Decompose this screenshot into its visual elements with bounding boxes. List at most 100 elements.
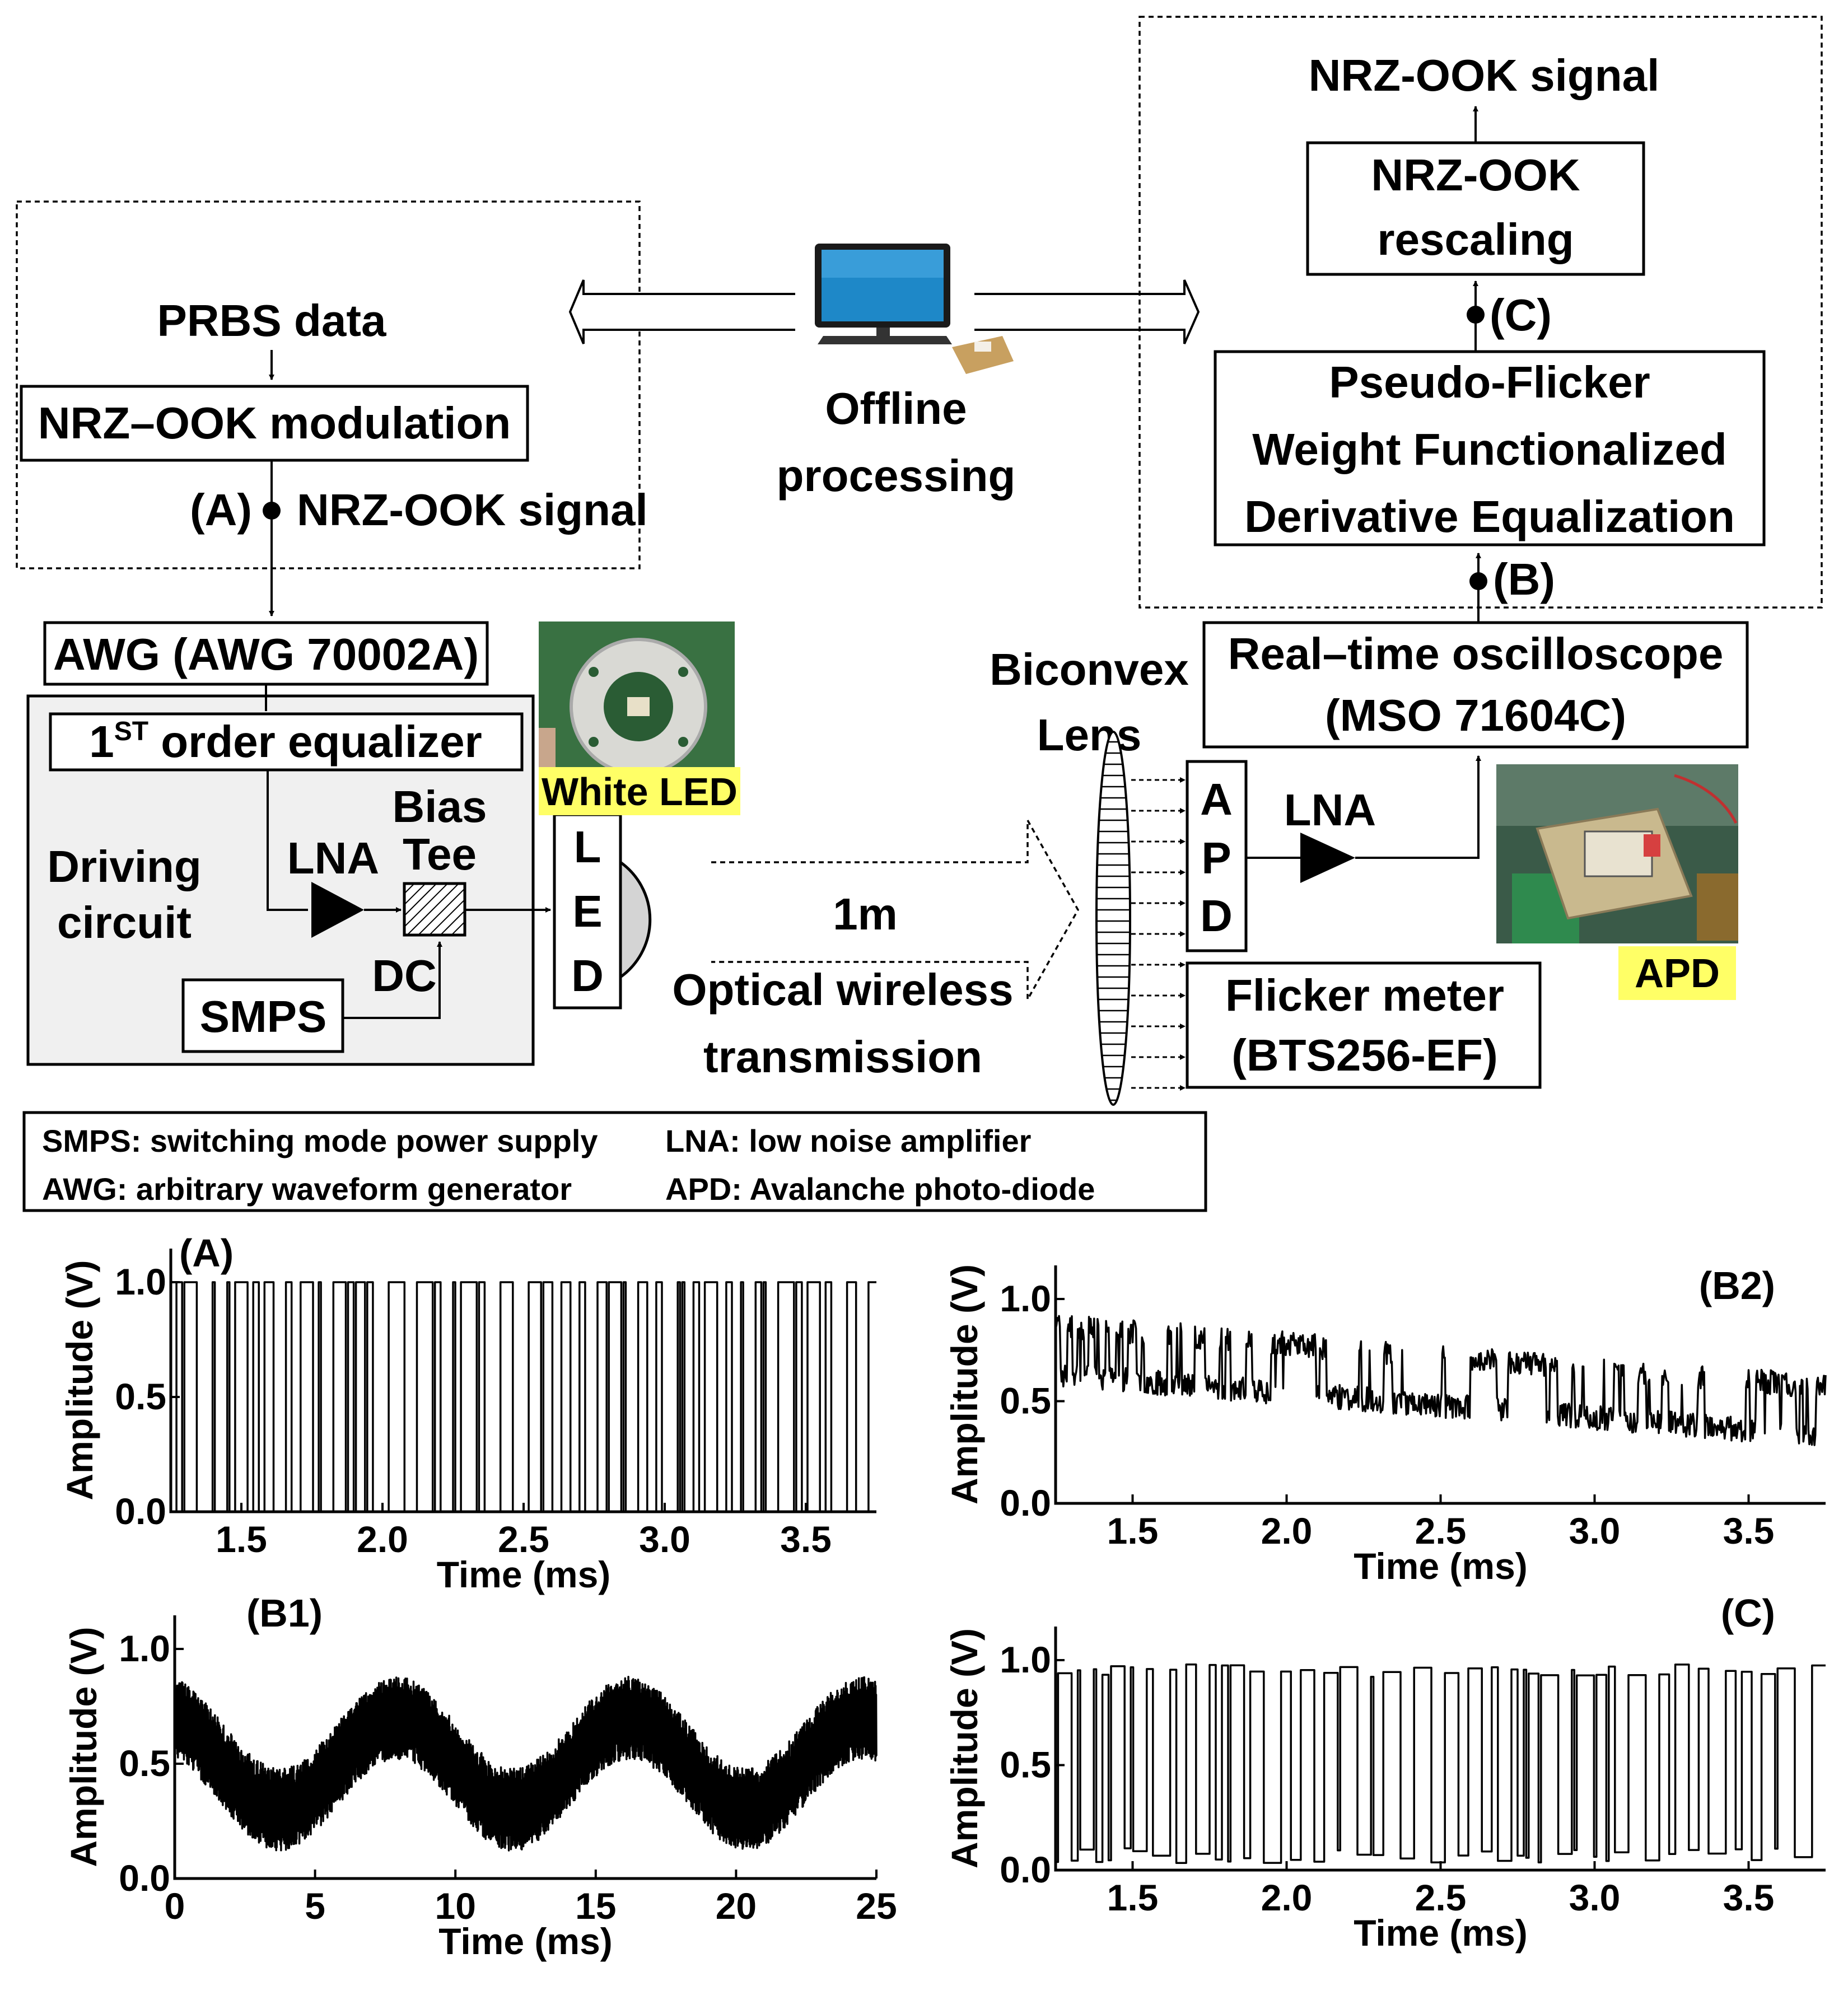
y-axis-label: Amplitude (V): [63, 1627, 104, 1867]
x-tick-label: 2.5: [1415, 1877, 1467, 1918]
smps-label: SMPS: [200, 992, 327, 1041]
smps-box: [181, 978, 344, 1053]
right-data-arrow: [974, 279, 1200, 344]
flicker-label-2: (BTS256-EF): [1231, 1030, 1498, 1080]
legend-apd: APD: Avalanche photo-diode: [665, 1171, 1095, 1207]
prbs-label: PRBS data: [157, 296, 386, 345]
equalization-label-3: Derivative Equalization: [1244, 492, 1735, 541]
x-tick-label: 2.5: [498, 1518, 549, 1560]
x-tick-label: 3.5: [780, 1518, 832, 1560]
apd-letter-d: D: [1200, 891, 1233, 941]
optical-beam: [711, 816, 1080, 1003]
tx-processing-region: [16, 200, 641, 569]
y-tick-label: 1.0: [119, 1628, 170, 1669]
y-tick-label: 0.0: [1000, 1849, 1051, 1890]
lens-label-1: Biconvex: [990, 644, 1189, 694]
led-letter-d: D: [571, 951, 604, 1001]
waveform-trace: [1056, 1663, 1826, 1864]
lens-label-2: Lens: [1037, 710, 1142, 760]
equalizer-box: [49, 712, 524, 772]
dc-label: DC: [372, 951, 437, 1001]
x-tick-label: 10: [435, 1885, 475, 1927]
x-tick-label: 2.5: [1415, 1510, 1467, 1552]
tx-nrz-signal-label: NRZ-OOK signal: [297, 485, 648, 535]
x-tick-label: 2.0: [1261, 1510, 1313, 1552]
lens-output-rays: [1131, 777, 1186, 1091]
x-tick-label: 3.0: [1569, 1510, 1621, 1552]
abbreviation-legend: [22, 1111, 1207, 1212]
x-tick-label: 3.0: [1569, 1877, 1621, 1918]
panel-label: (B2): [1699, 1264, 1775, 1307]
y-tick-label: 0.5: [119, 1742, 170, 1784]
panel-label: (C): [1721, 1591, 1775, 1635]
oscilloscope-label-1: Real–time oscilloscope: [1228, 629, 1724, 679]
y-axis-label: Amplitude (V): [59, 1260, 100, 1501]
driving-label-1: Driving: [47, 842, 202, 891]
y-tick-label: 0.5: [1000, 1744, 1051, 1786]
x-tick-label: 2.0: [1261, 1877, 1313, 1918]
y-tick-label: 1.0: [1000, 1639, 1051, 1680]
x-tick-label: 1.5: [1107, 1877, 1159, 1918]
panel-label: (B1): [246, 1591, 323, 1635]
plot-axes: [169, 1249, 876, 1513]
offline-label-1: Offline: [825, 384, 967, 433]
left-data-arrow: [568, 279, 795, 344]
y-tick-label: 1.0: [115, 1261, 166, 1302]
waveform-trace: [1054, 1315, 1827, 1446]
rx-nrz-signal-label: NRZ-OOK signal: [1309, 50, 1660, 100]
biconvex-lens: [1095, 731, 1131, 1106]
rx-lna-label: LNA: [1284, 785, 1376, 835]
tx-lna-amplifier: [311, 882, 364, 938]
y-tick-label: 0.5: [1000, 1380, 1051, 1422]
probe-c-label: (C): [1490, 290, 1552, 340]
x-tick-label: 1.5: [1107, 1510, 1159, 1552]
y-axis-label: Amplitude (V): [944, 1628, 985, 1868]
nrz-modulation-label: NRZ–OOK modulation: [38, 398, 511, 448]
panel-label: (A): [179, 1231, 234, 1275]
apd-photo-tag: [1618, 946, 1736, 1000]
led-letter-l: L: [574, 822, 601, 872]
rx-processing-region: [1138, 16, 1823, 609]
x-axis-label: Time (ms): [1354, 1545, 1528, 1587]
x-tick-label: 3.5: [1723, 1877, 1775, 1918]
led-box: [553, 813, 622, 1010]
x-tick-label: 3.0: [639, 1518, 690, 1560]
bias-label-2: Tee: [403, 829, 477, 879]
tx-lna-label: LNA: [287, 833, 379, 883]
apd-letter-a: A: [1200, 774, 1233, 824]
apd-letter-p: P: [1201, 833, 1231, 883]
equalization-label-1: Pseudo-Flicker: [1329, 357, 1650, 407]
y-tick-label: 0.0: [115, 1490, 166, 1532]
x-axis-label: Time (ms): [437, 1554, 611, 1595]
x-tick-label: 15: [575, 1885, 616, 1927]
legend-lna: LNA: low noise amplifier: [665, 1123, 1031, 1158]
x-tick-label: 3.5: [1723, 1510, 1775, 1552]
oscilloscope-box: [1202, 621, 1749, 749]
x-tick-label: 2.0: [357, 1518, 408, 1560]
x-axis-label: Time (ms): [438, 1920, 613, 1962]
oscilloscope-label-2: (MSO 71604C): [1325, 690, 1626, 740]
rescaling-label-1: NRZ-OOK: [1371, 150, 1580, 200]
x-tick-label: 1.5: [216, 1518, 267, 1560]
white-led-photo: [539, 622, 735, 775]
apd-box: [1186, 760, 1248, 952]
led-dome: [619, 859, 652, 980]
y-tick-label: 0.5: [115, 1376, 166, 1417]
driving-label-2: circuit: [57, 898, 192, 947]
offline-label-2: processing: [777, 451, 1016, 501]
rx-lna-amplifier: [1300, 833, 1355, 883]
rescaling-label-2: rescaling: [1377, 214, 1574, 264]
x-tick-label: 20: [716, 1885, 757, 1927]
waveform-trace: [174, 1676, 878, 1852]
probe-point-c: [1467, 306, 1485, 324]
apd-photo-tag-label: APD: [1635, 951, 1720, 996]
owt-label-1: Optical wireless: [672, 965, 1013, 1015]
nrz-modulation-box: [20, 385, 529, 462]
equalizer-label: 1ST order equalizer: [89, 717, 482, 767]
flicker-meter-box: [1186, 961, 1542, 1089]
white-led-tag-label: White LED: [542, 770, 738, 814]
awg-label: AWG (AWG 70002A): [53, 629, 479, 679]
